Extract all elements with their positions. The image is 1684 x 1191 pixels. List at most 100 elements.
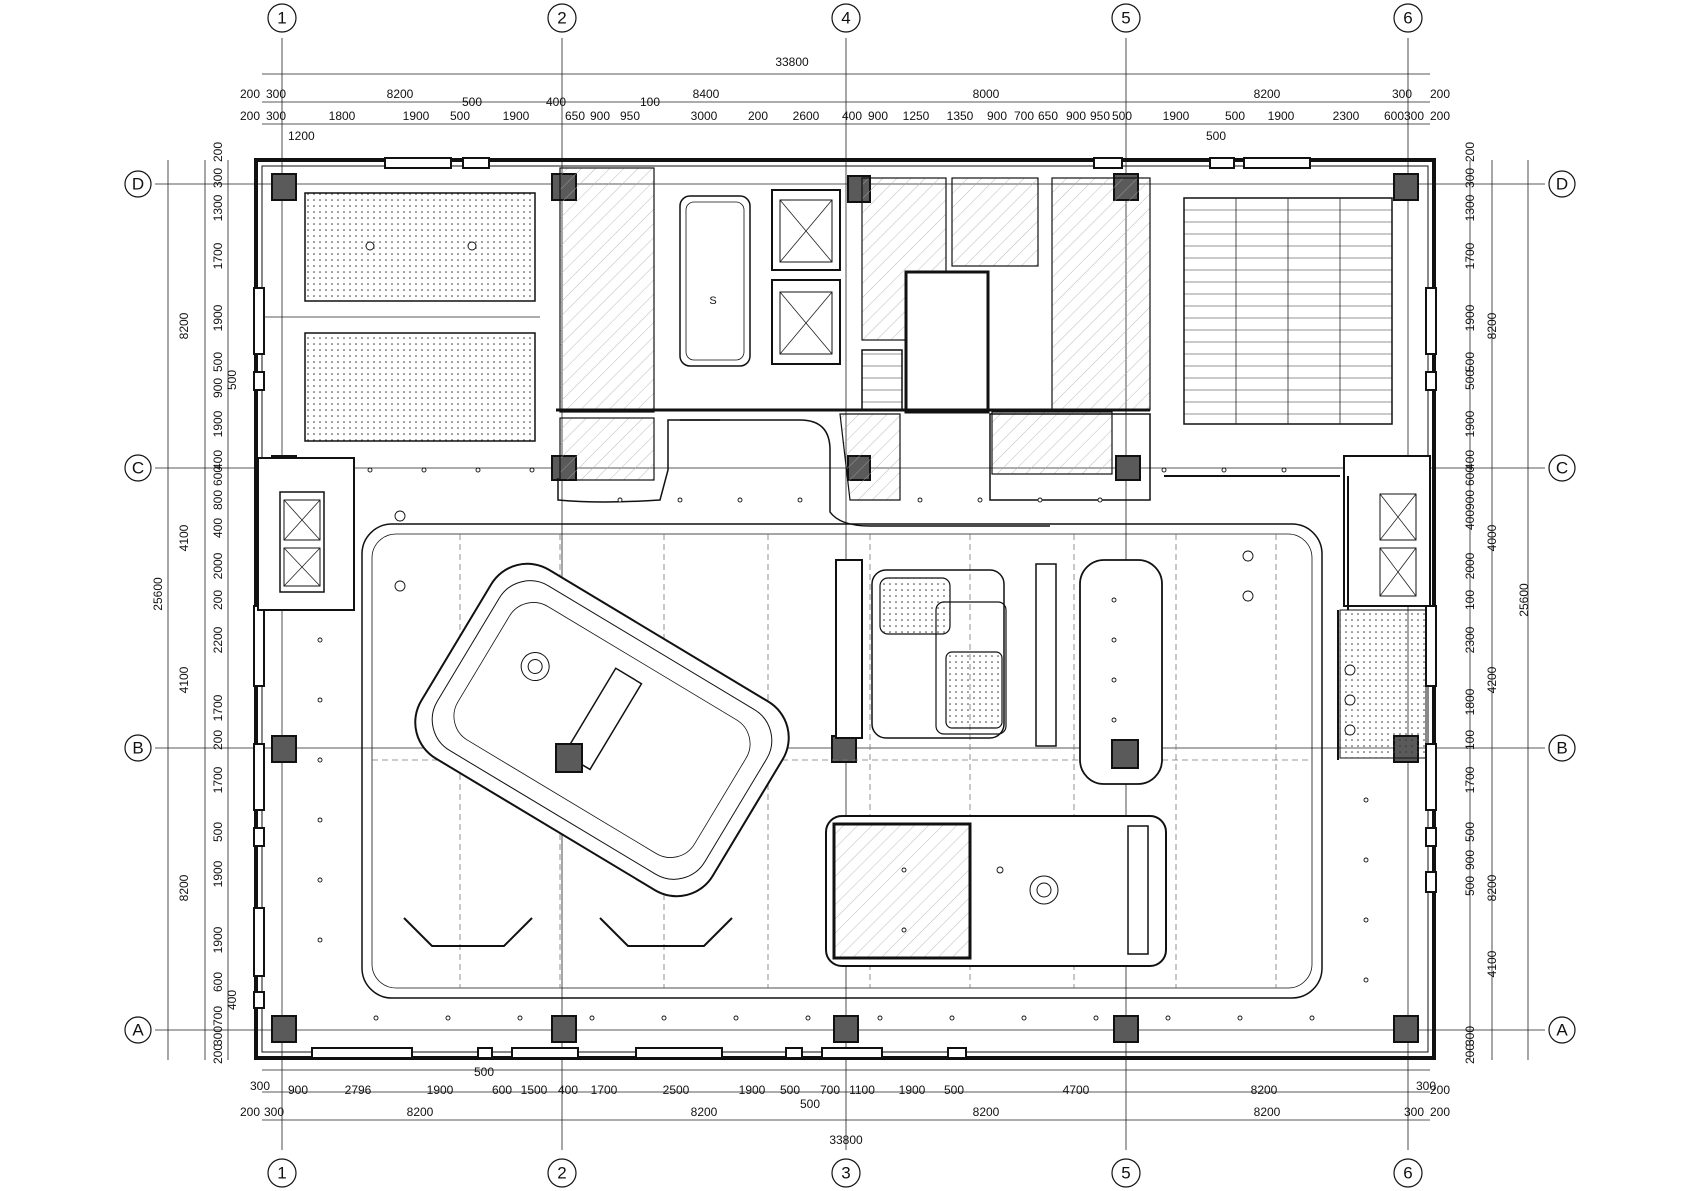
dimension: 2300 <box>1463 626 1477 653</box>
grid-bubbles-bottom: 1 2 3 5 6 <box>267 1158 1423 1188</box>
dimension: 650 <box>1038 109 1058 123</box>
dimension: 600 <box>1463 466 1477 486</box>
grid-label: 1 <box>277 9 286 28</box>
dimension: 400 <box>1463 510 1477 530</box>
dimension: 400 <box>842 109 862 123</box>
dimension: 200 <box>1430 87 1450 101</box>
grid-label: 5 <box>1121 1164 1130 1183</box>
dimension: 1500 <box>521 1083 548 1097</box>
dimension: 500 <box>1463 370 1477 390</box>
dimension: 1350 <box>947 109 974 123</box>
dimension: 500 <box>1112 109 1132 123</box>
lower-meeting-room <box>825 815 1167 967</box>
left-side-core <box>257 457 355 611</box>
elevator-icon <box>771 279 841 365</box>
grid-label: B <box>132 739 143 758</box>
dimension: 500 <box>1225 109 1245 123</box>
top-left-rooms <box>264 192 540 442</box>
dimension: 100 <box>1463 590 1477 610</box>
dimension: 100 <box>640 95 660 109</box>
elevator-icon <box>1379 547 1417 597</box>
grid-label: 6 <box>1403 1164 1412 1183</box>
dimension: 900 <box>987 109 1007 123</box>
stair-label: S <box>709 295 716 307</box>
dimension: 200 <box>240 1105 260 1119</box>
elevator-icon <box>1379 493 1417 541</box>
dimension: 200 <box>1463 1044 1477 1064</box>
dimension: 33800 <box>775 55 809 69</box>
dimension: 2500 <box>663 1083 690 1097</box>
grid-bubbles-right: D C B A <box>1548 170 1576 1044</box>
dimension: 300 <box>1463 1026 1477 1046</box>
dimension: 500 <box>1206 129 1226 143</box>
dimension: 300 <box>211 1026 225 1046</box>
grid-bubbles-top: 1 2 4 5 6 <box>267 3 1423 33</box>
dimension: 2000 <box>211 552 225 579</box>
elevator-icon <box>283 499 321 541</box>
dimension: 8200 <box>1485 312 1499 339</box>
dimension: 800 <box>211 490 225 510</box>
dimension: 300 <box>1392 87 1412 101</box>
dimension: 4000 <box>1485 524 1499 551</box>
dimension: 4100 <box>1485 950 1499 977</box>
dimension: 950 <box>1090 109 1110 123</box>
dimension: 500 <box>211 352 225 372</box>
dimension: 500 <box>800 1097 820 1111</box>
dimension: 700 <box>211 1006 225 1026</box>
dimension: 1900 <box>899 1083 926 1097</box>
right-side-core <box>1339 455 1431 759</box>
dimension: 1700 <box>211 766 225 793</box>
dimension: 600 <box>211 466 225 486</box>
dimension: 2000 <box>1463 552 1477 579</box>
dimension: 2300 <box>1333 109 1360 123</box>
dimension: 500 <box>1463 822 1477 842</box>
grid-label: A <box>1556 1021 1568 1040</box>
service-core: S <box>556 167 1151 527</box>
dimension: 900 <box>1463 490 1477 510</box>
dimension: 8200 <box>1254 1105 1281 1119</box>
dimension: 200 <box>240 109 260 123</box>
dimension: 1900 <box>427 1083 454 1097</box>
dimension: 200 <box>211 730 225 750</box>
dimension: 1700 <box>1463 766 1477 793</box>
dimension: 400 <box>211 450 225 470</box>
grid-label: C <box>132 459 144 478</box>
right-dimensions: 25600 8200 4000 4200 8200 4100 200 300 1… <box>1463 142 1531 1064</box>
meeting-area <box>835 559 1163 785</box>
dimension: 1200 <box>288 129 315 143</box>
dimension: 1700 <box>591 1083 618 1097</box>
dimension: 900 <box>211 378 225 398</box>
dimension: 8000 <box>973 87 1000 101</box>
dimension: 600 <box>211 972 225 992</box>
dimension: 8200 <box>691 1105 718 1119</box>
dimension: 1900 <box>1268 109 1295 123</box>
dimension: 8200 <box>177 874 191 901</box>
dimension: 2200 <box>211 626 225 653</box>
grid-label: 1 <box>277 1164 286 1183</box>
dimension: 2796 <box>345 1083 372 1097</box>
dimension: 500 <box>462 95 482 109</box>
dimension: 1900 <box>503 109 530 123</box>
dimension: 200 <box>211 1044 225 1064</box>
dimension: 4200 <box>1485 666 1499 693</box>
dimension: 1900 <box>1463 304 1477 331</box>
dimension: 8200 <box>407 1105 434 1119</box>
dimension: 300 <box>1404 1105 1424 1119</box>
dimension: 300 <box>211 168 225 188</box>
dimension: 1700 <box>211 694 225 721</box>
dimension: 500 <box>225 370 239 390</box>
dimension: 2600 <box>793 109 820 123</box>
grid-label: C <box>1556 459 1568 478</box>
dimension: 4700 <box>1063 1083 1090 1097</box>
dimension: 200 <box>240 87 260 101</box>
dimension: 300 <box>1404 109 1424 123</box>
dimension: 8200 <box>177 312 191 339</box>
dimension: 500 <box>780 1083 800 1097</box>
dimension: 1300 <box>1463 194 1477 221</box>
dimension: 900 <box>1463 850 1477 870</box>
dimension: 1250 <box>903 109 930 123</box>
dimension: 700 <box>1014 109 1034 123</box>
dimension-lines <box>167 73 1529 1121</box>
dimension: 1900 <box>211 926 225 953</box>
